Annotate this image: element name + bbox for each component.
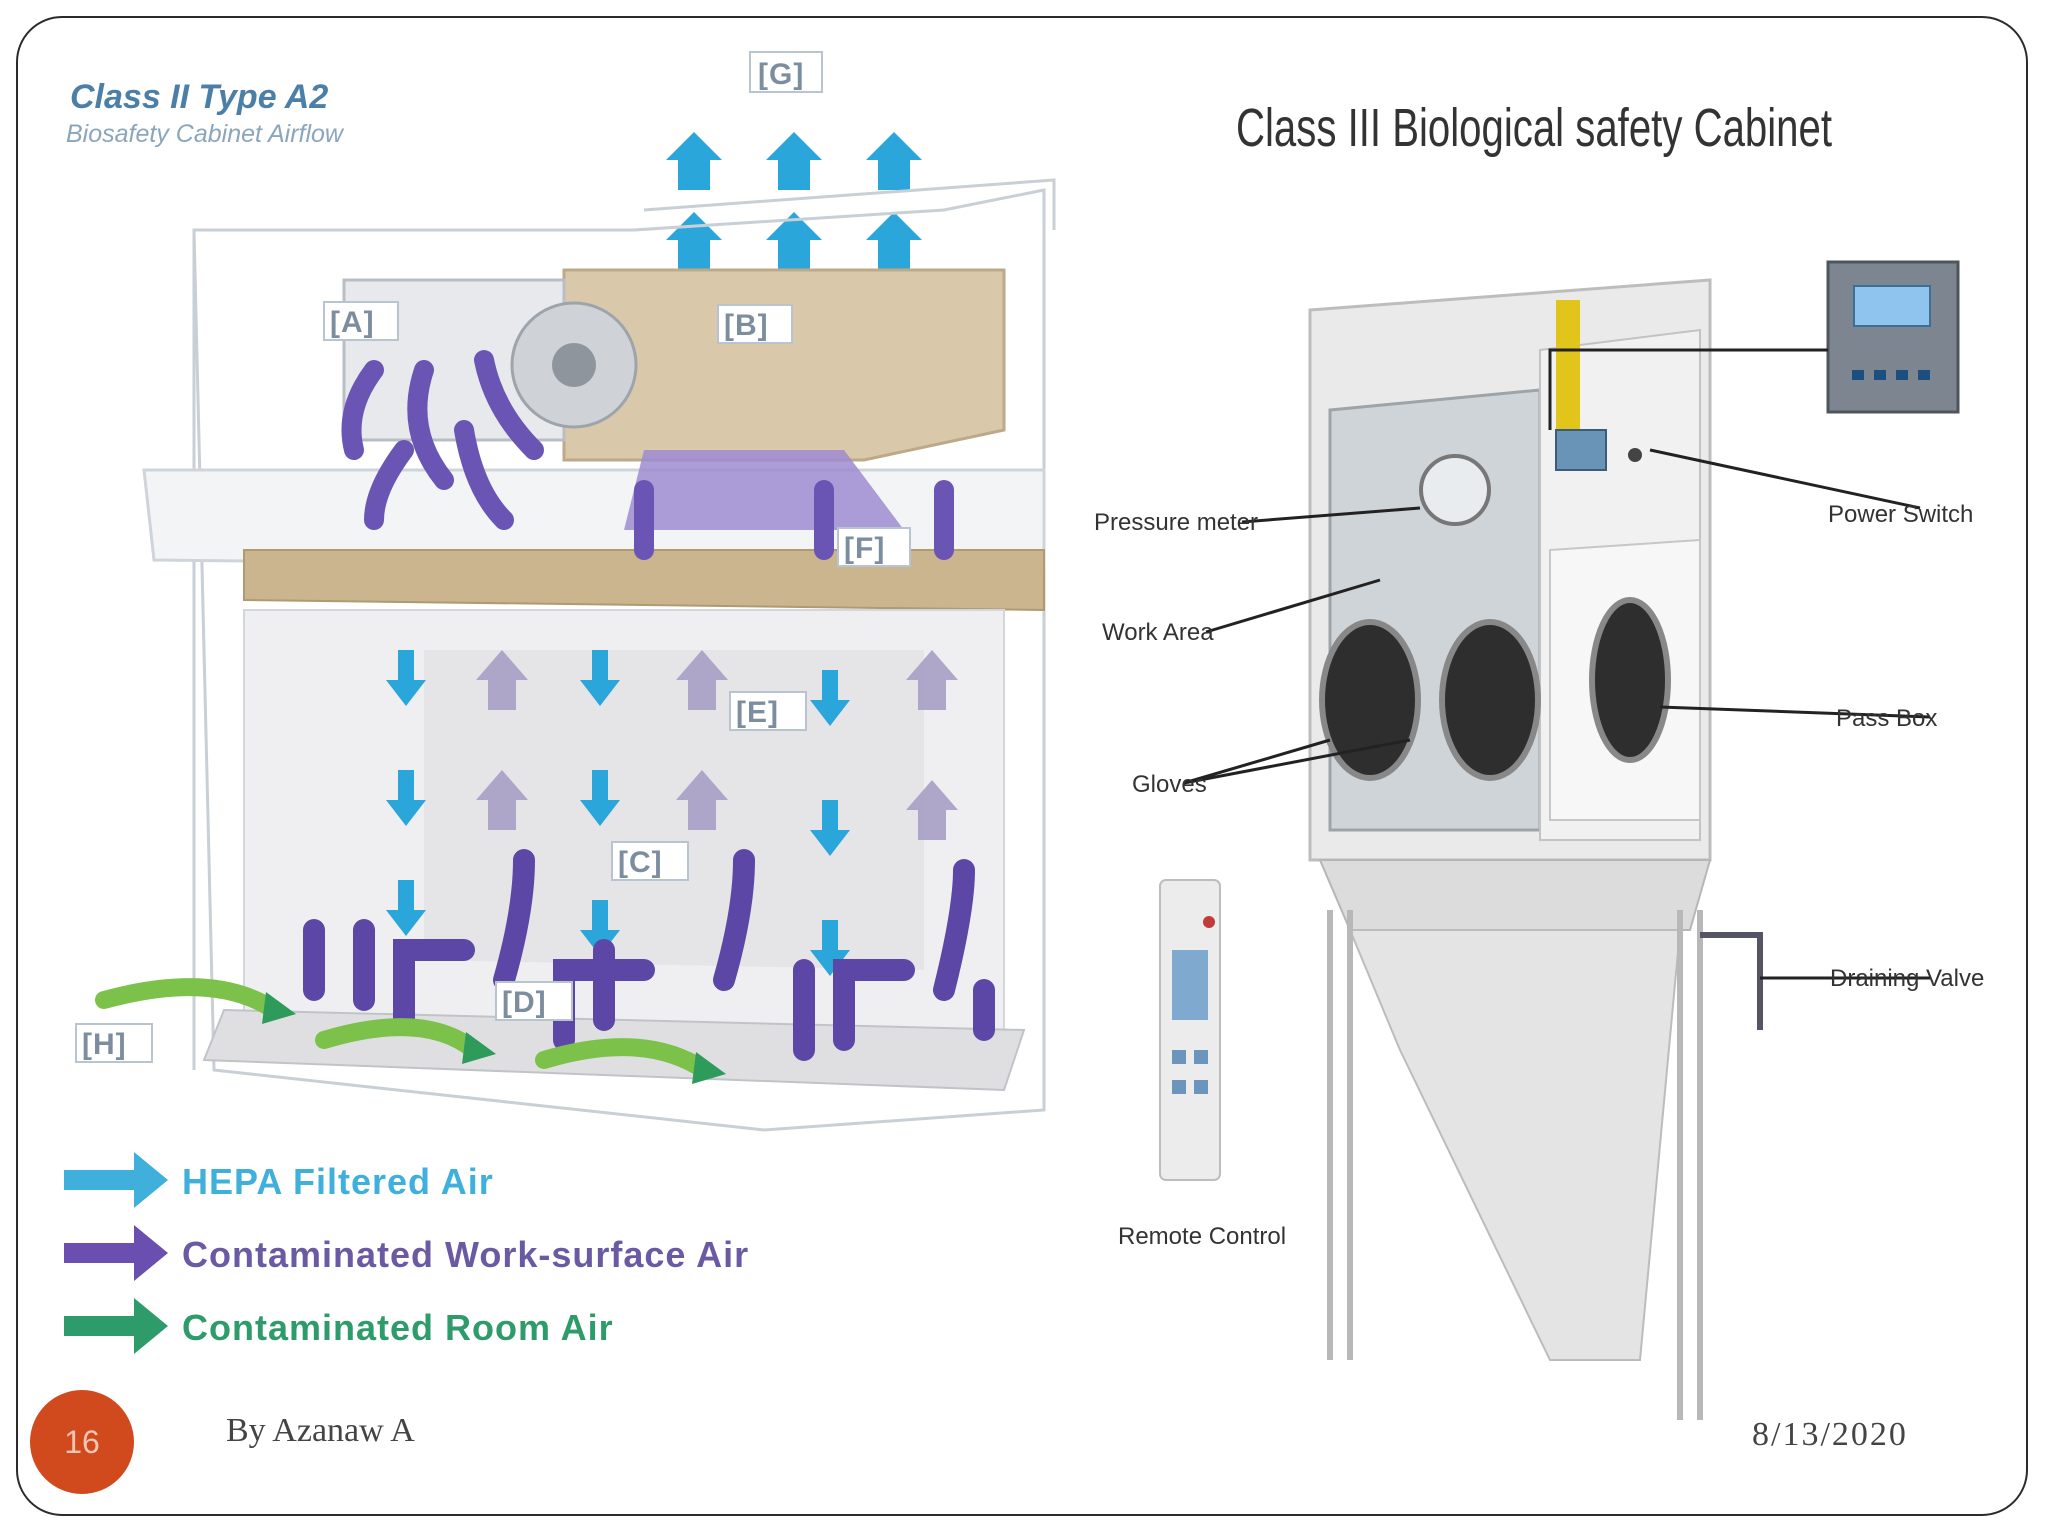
label-g-box	[749, 51, 823, 93]
callout-remote-control: Remote Control	[1118, 1223, 1286, 1250]
label-a-box	[323, 301, 399, 341]
slide-number-badge: 16	[30, 1390, 134, 1494]
control-display	[1555, 429, 1607, 471]
callout-work-area: Work Area	[1102, 619, 1214, 646]
legend: HEPA Filtered Air Contaminated Work-surf…	[64, 1152, 749, 1354]
cabinet-outline	[192, 178, 1056, 1132]
callout-pressure-meter: Pressure meter	[1094, 509, 1258, 536]
legend-item-work-surface: Contaminated Work-surface Air	[64, 1225, 749, 1281]
blower-purple-arrows	[341, 350, 954, 560]
pass-box-port	[1589, 597, 1671, 763]
return-up-arrows	[476, 650, 958, 840]
label-g: [G]	[758, 58, 804, 91]
remote-control-device	[1159, 879, 1221, 1181]
footer-author: By Azanaw A	[226, 1412, 415, 1449]
label-h: [H]	[82, 1028, 127, 1061]
label-b: [B]	[724, 309, 769, 342]
pressure-meter-dial	[1419, 454, 1491, 526]
callout-gloves: Gloves	[1132, 771, 1207, 798]
warning-label	[1556, 300, 1580, 450]
hepa-arrow-icon	[64, 1152, 168, 1208]
class-ii-subtitle: Biosafety Cabinet Airflow	[66, 120, 345, 148]
callout-draining-valve: Draining Valve	[1830, 965, 1984, 992]
exhaust-arrows	[666, 132, 922, 270]
callout-power-switch: Power Switch	[1828, 501, 1973, 528]
class-ii-title: Class II Type A2	[70, 78, 328, 116]
class-ii-diagram-svg: Class II Type A2 Biosafety Cabinet Airfl…	[64, 51, 1056, 1354]
room-air-arrowheads	[262, 992, 726, 1084]
room-air-arrows	[95, 978, 713, 1079]
label-h-box	[75, 1023, 153, 1063]
label-f-box	[837, 527, 911, 567]
legend-work-surface-label: Contaminated Work-surface Air	[182, 1234, 749, 1275]
class-iii-cabinet-diagram: Class III Biological safety Cabinet	[1080, 50, 2000, 1430]
legend-item-hepa: HEPA Filtered Air	[64, 1152, 494, 1208]
label-c: [C]	[618, 846, 663, 879]
control-panel-module	[1548, 260, 1960, 430]
legend-room-air-label: Contaminated Room Air	[182, 1307, 614, 1348]
draining-valve-pipe	[1700, 932, 1763, 1030]
class-ii-airflow-diagram: Class II Type A2 Biosafety Cabinet Airfl…	[44, 30, 1064, 1390]
legend-item-room-air: Contaminated Room Air	[64, 1298, 614, 1354]
label-e: [E]	[736, 696, 779, 729]
label-c-box	[611, 841, 689, 881]
glove-port-left	[1319, 619, 1421, 781]
class-iii-diagram-svg: Class III Biological safety Cabinet	[1094, 98, 1984, 1420]
callout-pass-box: Pass Box	[1836, 705, 1937, 732]
glove-port-right	[1439, 619, 1541, 781]
label-f: [F]	[844, 532, 885, 565]
work-surface-arrow-icon	[64, 1225, 168, 1281]
label-e-box	[729, 691, 807, 731]
label-a: [A]	[330, 306, 375, 339]
footer-date: 8/13/2020	[1752, 1416, 1908, 1453]
label-d: [D]	[502, 986, 547, 1019]
label-b-box	[717, 304, 793, 344]
label-d-box	[495, 981, 573, 1021]
cabinet-body	[1308, 278, 1763, 1420]
slide-number: 16	[64, 1423, 100, 1460]
legend-hepa-label: HEPA Filtered Air	[182, 1161, 494, 1202]
room-air-arrow-icon	[64, 1298, 168, 1354]
class-iii-title: Class III Biological safety Cabinet	[1236, 98, 1832, 158]
blower-housing	[342, 268, 1006, 462]
power-switch-knob	[1628, 448, 1642, 462]
callout-leaders	[1183, 448, 1931, 980]
floor-purple-arrows	[303, 849, 995, 1061]
